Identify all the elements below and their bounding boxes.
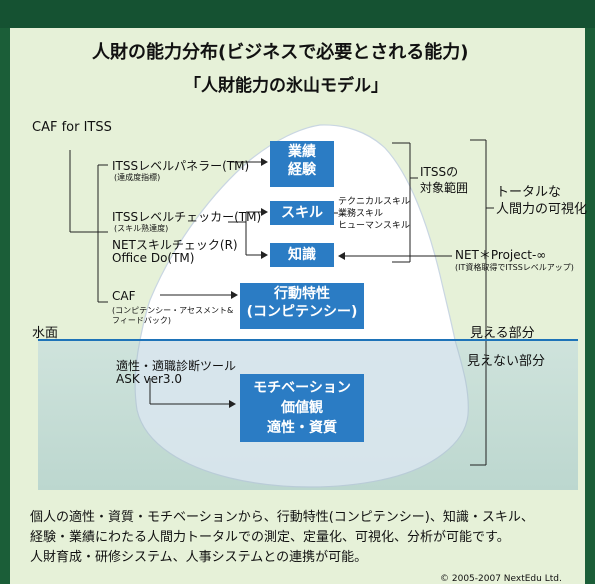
office-do-label: Office Do(TM) — [112, 251, 195, 265]
itss-navigator-sub: (達成度指標) — [114, 173, 161, 182]
header-bar — [0, 0, 595, 28]
experience-text: 経験 — [288, 162, 316, 178]
knowledge-text: 知識 — [288, 247, 316, 263]
net-skill-check-label: NETスキルチェック(R) — [112, 238, 238, 252]
skill-types-list: テクニカルスキル 業務スキル ヒューマンスキル — [338, 196, 410, 232]
iceberg-top — [139, 124, 456, 341]
arrow-head-caf — [231, 291, 238, 299]
arrow-head-netproject — [338, 252, 345, 260]
knowledge-box: 知識 — [270, 243, 334, 267]
arrow-head-ask — [229, 400, 236, 408]
aptitude-tool-label: 適性・適職診断ツール — [116, 359, 237, 373]
technical-skill-text: テクニカルスキル — [338, 197, 411, 207]
diagram-title: 人財の能力分布(ビジネスで必要とされる能力) — [92, 42, 469, 63]
description-line-1: 個人の適性・資質・モチベーションから、行動特性(コンピテンシー)、知識・スキル、 — [30, 510, 534, 525]
invisible-part-label: 見えない部分 — [467, 354, 546, 369]
caf-for-itss-label: CAF for ITSS — [32, 120, 112, 135]
total-visualization-label: トータルな 人間力の可視化 — [496, 184, 587, 218]
diagram-subtitle: 「人財能力の氷山モデル」 — [184, 76, 388, 96]
water-surface-line — [38, 339, 578, 341]
human-skill-text: ヒューマンスキル — [338, 221, 410, 231]
water-surface-label: 水面 — [32, 326, 59, 341]
competency-box: 行動特性 (コンピテンシー) — [240, 283, 364, 329]
caf-sub-1: (コンピテンシー・アセスメント& — [112, 306, 234, 315]
performance-experience-box: 業績 経験 — [270, 141, 334, 187]
net-project-label: NET＊Project-∞ — [455, 248, 547, 262]
values-text: 価値観 — [281, 400, 323, 416]
motivation-box: モチベーション 価値観 適性・資質 — [240, 374, 364, 442]
itss-checker-label: ITSSレベルチェッカー(TM) — [112, 210, 262, 224]
caf-sub-2: フィードバック) — [112, 316, 171, 325]
skill-box: スキル — [270, 201, 334, 225]
itss-navigator-label: ITSSレベルパネラー(TM) — [112, 159, 250, 173]
competency-text: (コンピテンシー) — [246, 304, 358, 320]
itss-checker-sub: (スキル熟達度) — [114, 224, 169, 233]
visible-part-label: 見える部分 — [470, 326, 535, 341]
arrow-head-navigator — [261, 158, 268, 166]
description-line-3: 人財育成・研修システム、人事システムとの連携が可能。 — [30, 550, 368, 565]
copyright-text: © 2005-2007 NextEdu Ltd. — [440, 574, 562, 584]
arrow-head-knowledge — [261, 251, 268, 259]
description-line-2: 経験・業績にわたる人間力トータルでの測定、定量化、可視化、分析が可能です。 — [30, 530, 510, 545]
skill-text: スキル — [281, 205, 323, 221]
itss-scope-line2: 対象範囲 — [420, 181, 469, 195]
arrow-head-skill — [261, 208, 268, 216]
itss-scope-line1: ITSSの — [420, 165, 459, 179]
business-skill-text: 業務スキル — [338, 209, 384, 219]
ask-version-label: ASK ver3.0 — [116, 372, 183, 386]
total-visualization-line1: トータルな — [496, 185, 562, 200]
motivation-text: モチベーション — [253, 380, 351, 396]
itss-scope-label: ITSSの 対象範囲 — [420, 164, 468, 196]
aptitude-text: 適性・資質 — [267, 420, 337, 436]
total-visualization-line2: 人間力の可視化 — [496, 202, 588, 217]
caf-label: CAF — [112, 289, 136, 303]
performance-text: 業績 — [288, 144, 316, 160]
behavior-trait-text: 行動特性 — [274, 286, 330, 302]
net-project-sub: (IT資格取得でITSSレベルアップ) — [455, 263, 574, 272]
